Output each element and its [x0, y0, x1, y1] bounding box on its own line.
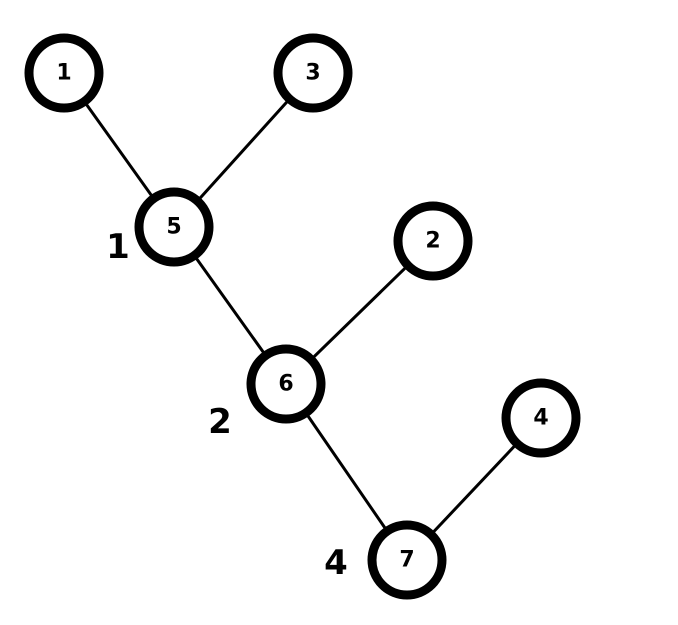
node-label: 1: [56, 61, 71, 86]
node-label: 2: [425, 229, 440, 254]
node-circle: [246, 344, 326, 424]
node-label: 4: [533, 406, 548, 431]
node-label: 3: [305, 61, 320, 86]
tree-node-1: 1: [24, 33, 104, 113]
tree-node-5: 5: [134, 187, 214, 267]
tree-node-2: 2: [393, 201, 473, 281]
nodes-layer: 1 3 5 2 6 4 7: [24, 33, 581, 600]
node-circle: [273, 33, 353, 113]
node-weight-label: 4: [324, 543, 348, 583]
edges-layer: [62, 71, 543, 562]
weights-layer: 1 2 4: [106, 227, 348, 583]
node-circle: [501, 378, 581, 458]
node-circle: [367, 520, 447, 600]
node-label: 7: [399, 548, 414, 573]
tree-node-6: 6: [246, 344, 326, 424]
node-circle: [134, 187, 214, 267]
node-label: 6: [278, 372, 293, 397]
tree-node-7: 7: [367, 520, 447, 600]
node-label: 5: [166, 215, 181, 240]
tree-node-4: 4: [501, 378, 581, 458]
node-circle: [24, 33, 104, 113]
node-weight-label: 1: [106, 227, 130, 267]
tree-node-3: 3: [273, 33, 353, 113]
node-circle: [393, 201, 473, 281]
node-weight-label: 2: [208, 402, 232, 442]
